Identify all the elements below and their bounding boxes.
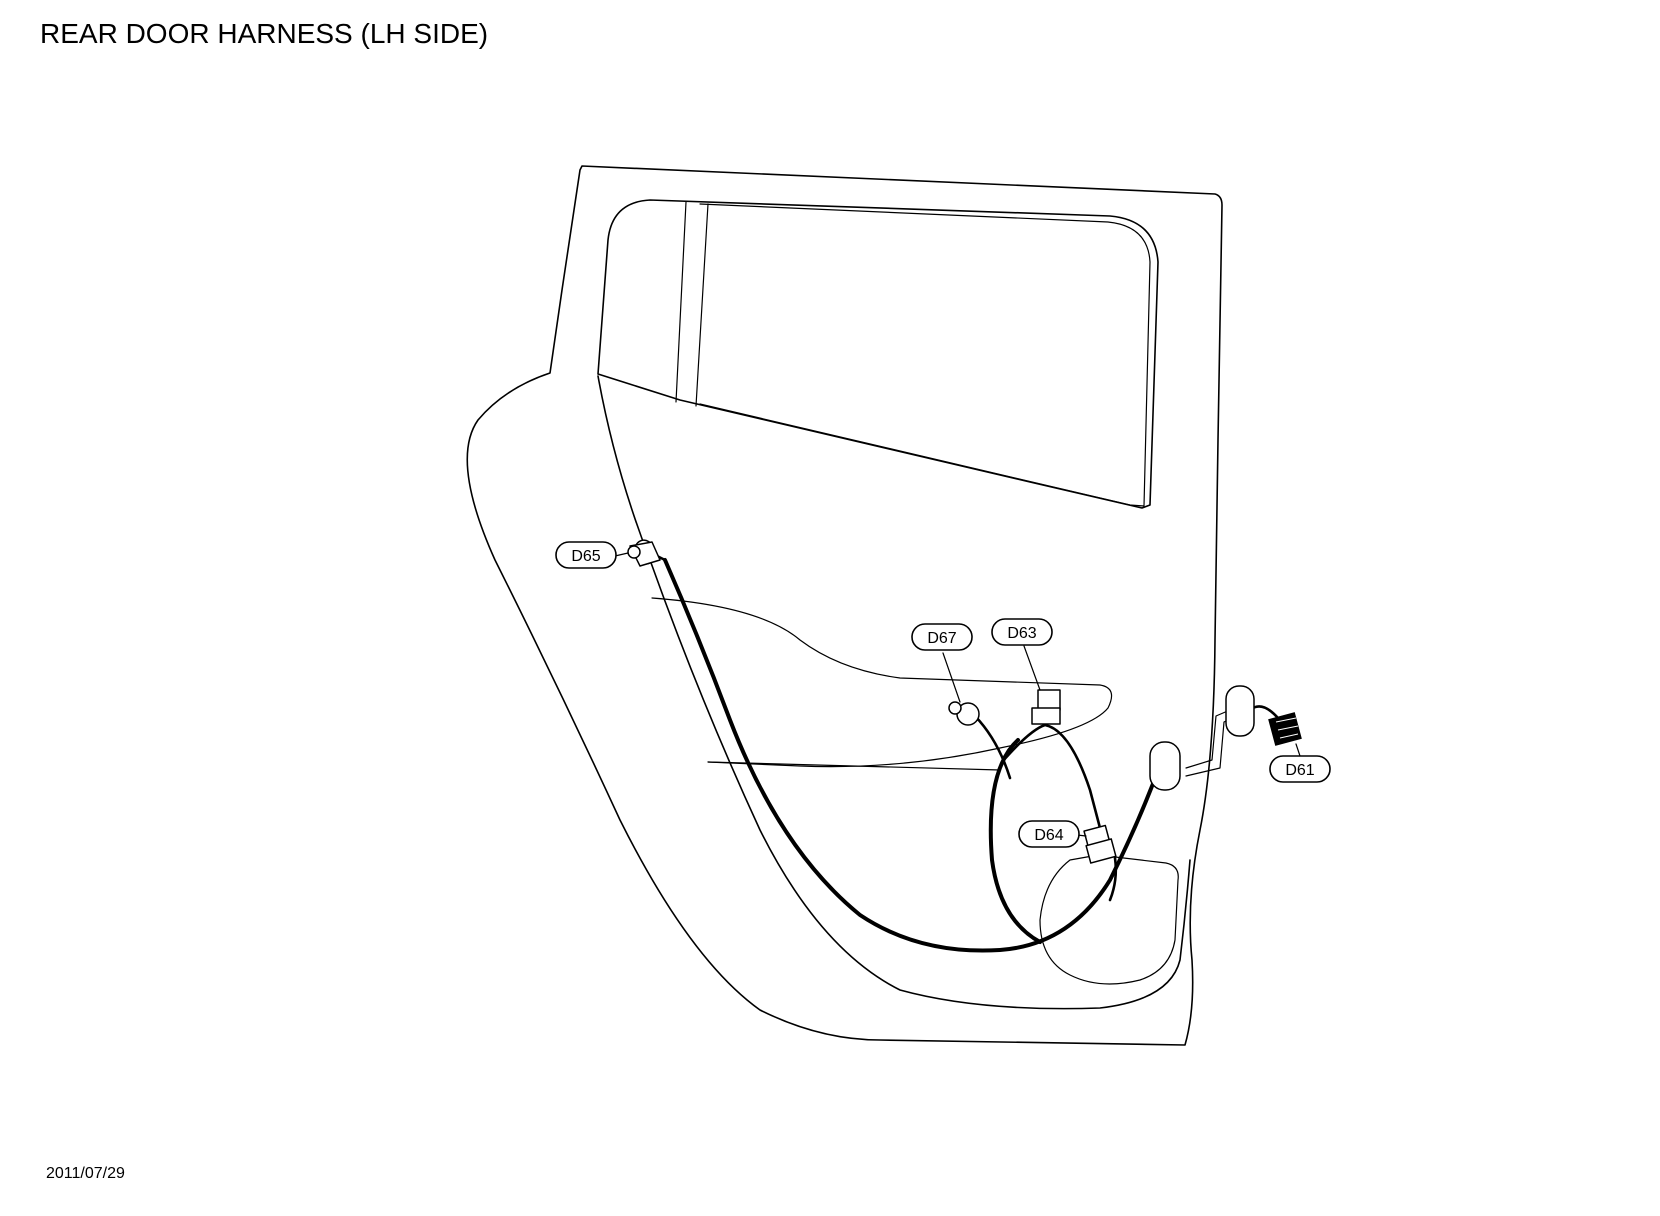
leader-d61 [1295,743,1301,757]
window-glass [699,203,1151,507]
callout-d63-text: D63 [1007,625,1036,642]
harness-wire-d61-a [1185,709,1231,769]
leader-d63 [1023,645,1041,691]
leader-d65 [614,552,629,557]
connector-d63 [1031,689,1061,725]
door-outer-panel [466,165,1223,1046]
callout-d64-text: D64 [1034,827,1063,844]
leader-d67 [942,652,961,703]
window-pillar-line-2 [695,203,709,407]
callout-d67-text: D67 [927,630,956,647]
connector-d64 [1083,824,1117,864]
connector-d67 [948,701,980,726]
harness-wire-d67 [973,714,1012,780]
harness-wire-d63 [1000,723,1102,830]
harness-wire-d64 [1108,856,1118,902]
callout-d65-text: D65 [571,548,600,565]
window-pillar-line-1 [675,201,687,403]
window-frame-outer [597,199,1159,509]
connector-d65 [627,539,661,567]
grommet-door-edge [1149,741,1181,791]
door-inner-panel-edge [597,375,1191,1010]
callout-d63: D63 [991,618,1053,646]
connector-d61 [1268,712,1302,746]
callout-d61-text: D61 [1285,762,1314,779]
callout-d61: D61 [1269,755,1331,783]
door-trim-lower [707,761,1001,771]
door-trim-upper [651,597,1113,768]
callout-d65: D65 [555,541,617,569]
harness-main-wire [663,558,1162,953]
speaker-outline [1039,854,1179,985]
callout-d64: D64 [1018,820,1080,848]
grommet-d61 [1225,685,1255,737]
diagram-title: REAR DOOR HARNESS (LH SIDE) [40,18,489,49]
revision-date: 2011/07/29 [46,1165,125,1182]
callout-d67: D67 [911,623,973,651]
